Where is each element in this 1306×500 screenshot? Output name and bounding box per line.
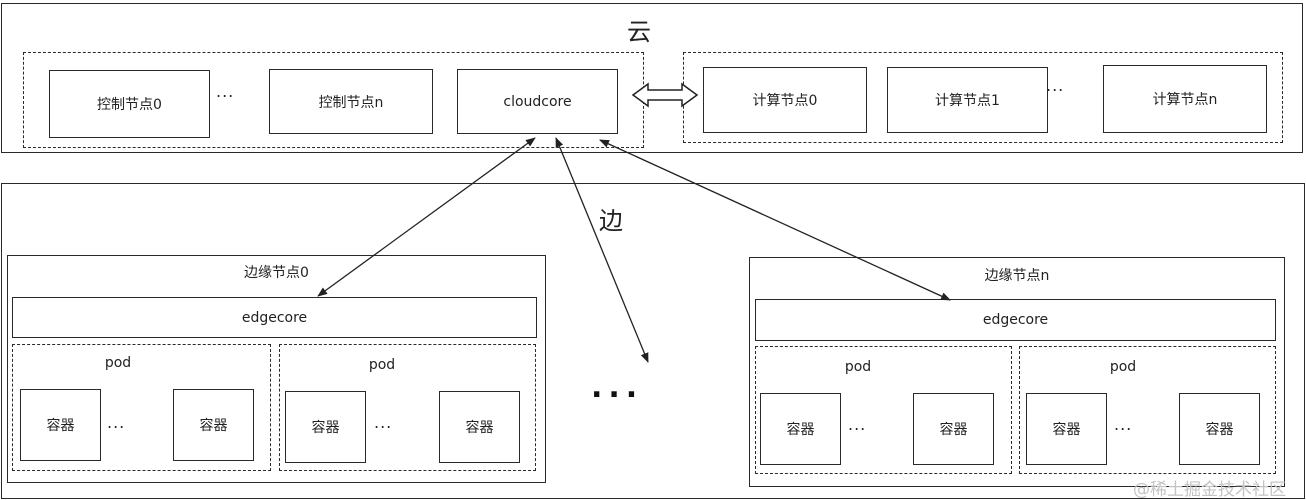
control-node-0: 控制节点0	[49, 70, 210, 138]
cloudcore-node: cloudcore	[457, 69, 618, 134]
control-node-n: 控制节点n	[269, 69, 433, 134]
edge-node-0-pod-1-label: pod	[368, 357, 396, 373]
edge-node-n-title: 边缘节点n	[984, 268, 1050, 284]
cloud-title: 云	[627, 18, 651, 46]
edge-node-0-pod-0-container-1: 容器	[173, 389, 254, 461]
control-node-n-label: 控制节点n	[318, 94, 384, 111]
edge-node-0-title: 边缘节点0	[244, 265, 309, 281]
edge-node-n-pod-1-container-0: 容器	[1026, 393, 1107, 465]
edge-node-n-pod-1	[1019, 346, 1276, 474]
container-label: 容器	[46, 418, 75, 434]
container-ellipsis: ...	[374, 413, 393, 432]
edge-node-n-pod-0-container-1: 容器	[913, 393, 994, 465]
compute-node-n-label: 计算节点n	[1152, 92, 1218, 108]
cloud-double-arrow	[631, 82, 699, 108]
compute-node-0-label: 计算节点0	[752, 93, 818, 109]
edge-node-0-pod-1	[279, 344, 536, 471]
edge-node-0-pod-1-container-1: 容器	[439, 391, 520, 463]
link-cloudcore-edge-node-0	[317, 137, 536, 297]
container-label: 容器	[939, 422, 968, 438]
edge-node-0-pod-1-container-0: 容器	[285, 391, 366, 463]
compute-ellipsis: ...	[1046, 76, 1065, 95]
compute-node-1: 计算节点1	[887, 67, 1048, 133]
edge-node-0-pod-0-label: pod	[104, 355, 132, 371]
edge-node-0-edgecore-label: edgecore	[241, 309, 308, 326]
edge-node-n-pod-0	[755, 346, 1012, 474]
container-label: 容器	[311, 420, 340, 436]
edge-node-n-pod-1-container-1: 容器	[1179, 393, 1260, 465]
control-ellipsis: ...	[216, 82, 235, 101]
edge-node-0-edgecore: edgecore	[12, 297, 537, 338]
container-label: 容器	[786, 422, 815, 438]
edge-node-n-edgecore: edgecore	[755, 299, 1276, 341]
cloudcore-label: cloudcore	[503, 93, 572, 110]
link-cloudcore-edge-node-n	[599, 139, 951, 301]
cloud-region	[1, 3, 1303, 153]
edge-node-n-pod-1-label: pod	[1109, 359, 1137, 375]
compute-node-0: 计算节点0	[703, 67, 867, 133]
container-label: 容器	[1205, 422, 1234, 438]
container-ellipsis: ...	[1114, 415, 1133, 434]
edge-node-0-pod-0-container-0: 容器	[20, 389, 101, 461]
edge-node-n-pod-0-label: pod	[844, 359, 872, 375]
container-label: 容器	[199, 418, 228, 434]
container-label: 容器	[1052, 422, 1081, 438]
compute-node-n: 计算节点n	[1103, 65, 1267, 133]
watermark: @稀土掘金技术社区	[1133, 480, 1286, 500]
container-ellipsis: ...	[848, 415, 867, 434]
edge-node-n-edgecore-label: edgecore	[982, 312, 1049, 328]
edge-node-0-pod-0	[12, 344, 271, 471]
control-node-0-label: 控制节点0	[97, 97, 162, 113]
edge-node-n-pod-0-container-0: 容器	[760, 393, 841, 465]
edge-more-ellipsis: ...	[591, 370, 644, 405]
container-label: 容器	[465, 420, 494, 436]
container-ellipsis: ...	[107, 413, 126, 432]
compute-node-1-label: 计算节点1	[935, 93, 1000, 109]
link-cloudcore-edge-more	[555, 137, 649, 363]
